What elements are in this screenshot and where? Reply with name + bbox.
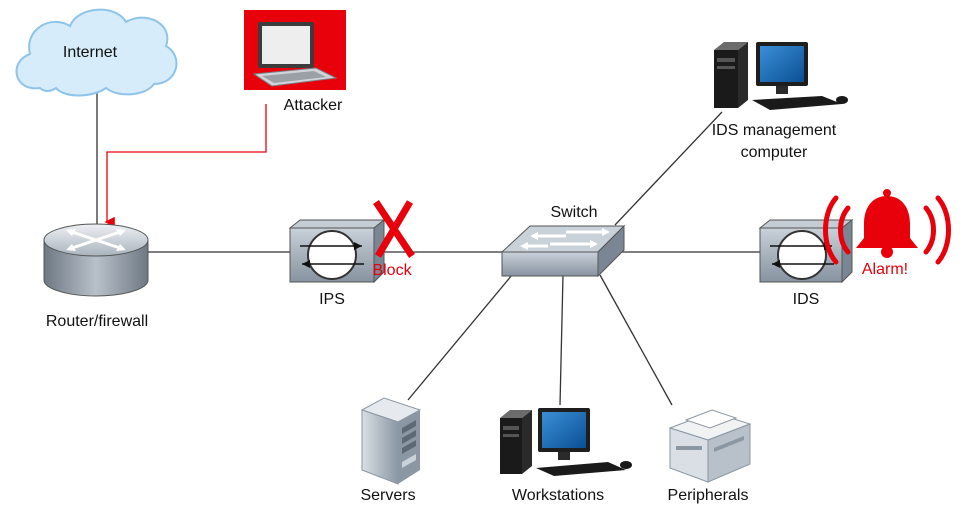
servers-label: Servers bbox=[360, 487, 416, 504]
connection-lines bbox=[96, 92, 760, 406]
cloud-icon bbox=[15, 8, 178, 97]
alarm-label: Alarm! bbox=[861, 261, 909, 278]
block-label: Block bbox=[372, 262, 412, 279]
ids-label: IDS bbox=[792, 291, 820, 308]
x-mark-icon bbox=[373, 200, 415, 258]
internet-label: Internet bbox=[62, 44, 118, 61]
ips-label: IPS bbox=[319, 291, 345, 308]
switch-icon bbox=[500, 224, 626, 278]
laptop-icon bbox=[244, 10, 346, 90]
attack-path bbox=[104, 104, 267, 228]
printer-icon bbox=[668, 409, 752, 483]
workstations-label: Workstations bbox=[511, 487, 605, 504]
peripherals-label: Peripherals bbox=[667, 487, 749, 504]
link-switch-peripherals bbox=[599, 274, 673, 406]
bell-icon bbox=[823, 189, 951, 265]
switch-label: Switch bbox=[550, 204, 598, 221]
ids-management-label: IDS management computer bbox=[711, 122, 837, 161]
ips-sensor-icon bbox=[288, 218, 386, 284]
link-switch-workstations bbox=[559, 274, 564, 406]
link-switch-servers bbox=[407, 274, 513, 401]
desktop-computer-icon bbox=[500, 408, 632, 476]
desktop-computer-icon bbox=[714, 42, 848, 110]
attacker-label: Attacker bbox=[283, 97, 343, 114]
router-icon bbox=[43, 223, 149, 297]
router-label: Router/firewall bbox=[45, 313, 149, 330]
link-switch-idsmgmt bbox=[614, 111, 723, 226]
server-tower-icon bbox=[360, 397, 422, 485]
